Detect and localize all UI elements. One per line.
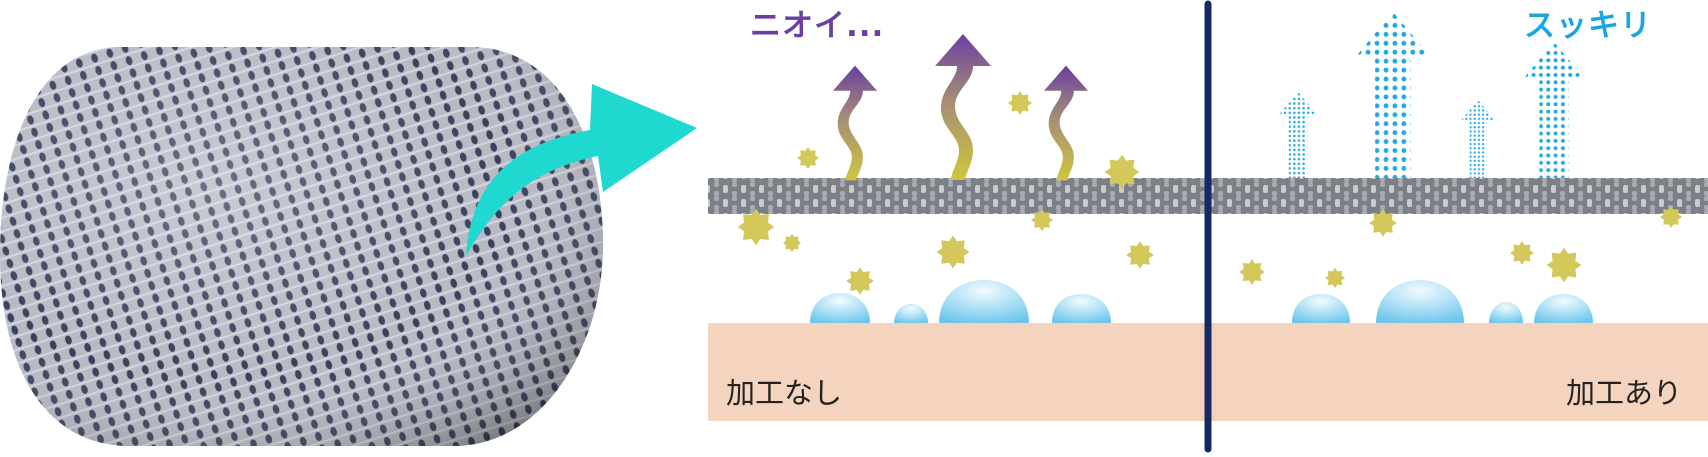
bacteria-icon: [737, 208, 775, 246]
bacteria-icon: [846, 267, 874, 295]
bacteria-icon: [1031, 209, 1053, 231]
odor-wave-arrow-icon: [1043, 65, 1089, 181]
bacteria-icon: [936, 235, 970, 269]
curved-arrow-icon: [466, 84, 697, 256]
bacteria-icon: [1510, 241, 1534, 265]
sweat-droplet-icon: [810, 293, 870, 323]
fabric-swatch: [0, 47, 603, 446]
untreated-label: 加工なし: [726, 376, 843, 410]
bacteria-icon: [1239, 259, 1265, 285]
bacteria-icon: [1324, 267, 1346, 289]
bacteria-icon: [782, 233, 802, 253]
odor-arrows: [832, 34, 1089, 181]
fresh-dotted-arrow-icon: [1354, 12, 1432, 178]
odor-header: ニオイ...: [750, 8, 885, 44]
odor-wave-arrow-icon: [935, 34, 991, 180]
sweat-droplet-icon: [1489, 302, 1523, 323]
bacteria-icon: [1104, 154, 1140, 190]
fresh-dotted-arrow-icon: [1522, 42, 1586, 178]
treated-label: 加工あり: [1566, 376, 1683, 410]
odor-wave-arrow-icon: [832, 65, 878, 181]
fresh-dotted-arrow-icon: [1278, 92, 1318, 178]
sweat-droplet-icon: [1376, 280, 1464, 323]
bacteria-icon: [1546, 247, 1582, 283]
sweat-droplet-icon: [894, 304, 928, 323]
fresh-dotted-arrow-icon: [1460, 100, 1496, 178]
sweat-droplets: [810, 280, 1593, 323]
bacteria-icon: [1660, 206, 1682, 228]
sweat-droplet-icon: [1052, 294, 1111, 323]
bacteria-icon: [797, 147, 819, 169]
bacteria-icon: [1369, 209, 1397, 237]
sweat-droplet-icon: [1534, 294, 1593, 323]
fresh-header: スッキリ: [1524, 8, 1652, 44]
sweat-droplet-icon: [939, 280, 1029, 323]
bacteria-icon: [1126, 241, 1154, 269]
bacteria-icon: [1008, 91, 1032, 115]
sweat-droplet-icon: [1292, 294, 1350, 323]
